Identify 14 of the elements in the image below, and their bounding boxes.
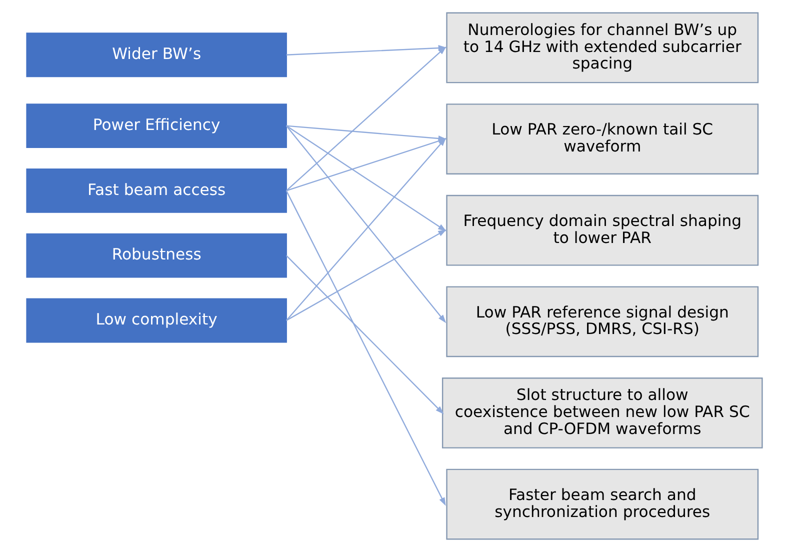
node-box: Low PAR zero-/known tail SC waveform bbox=[446, 104, 758, 174]
node-box: Slot structure to allow coexistence between new low PAR SC and CP-OFDM waveforms bbox=[441, 378, 762, 448]
node-box: Power Efficiency bbox=[26, 104, 286, 148]
node-box: Low PAR reference signal design (SSS/PSS, DMRS, CSI-RS) bbox=[446, 286, 758, 358]
node-box: Frequency domain spectral shaping to lower PAR bbox=[446, 194, 758, 266]
arrow bbox=[285, 190, 446, 506]
arrow bbox=[285, 255, 444, 414]
arrow bbox=[286, 229, 446, 321]
node-box: Low complexity bbox=[26, 298, 286, 343]
node-box: Wider BW’s bbox=[26, 32, 286, 78]
node-box: Numerologies for channel BW’s up to 14 GHz with extended subcarrier spacing bbox=[446, 12, 758, 84]
node-box: Robustness bbox=[26, 233, 286, 278]
node-box: Fast beam access bbox=[26, 168, 286, 213]
node-box: Faster beam search and synchronization procedures bbox=[446, 468, 758, 540]
